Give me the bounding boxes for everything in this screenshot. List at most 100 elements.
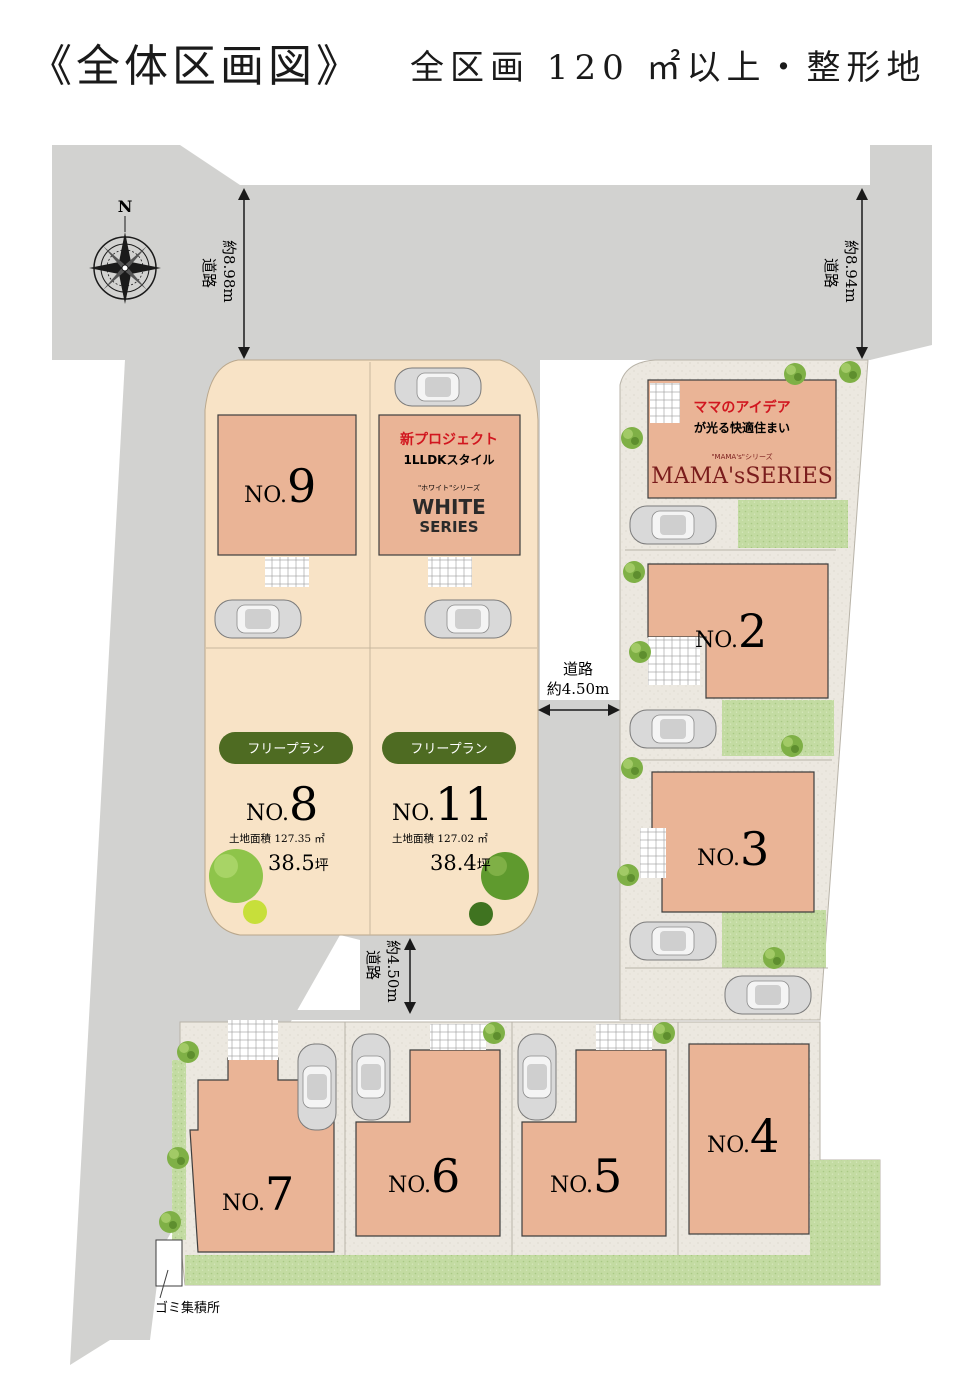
tree-icon <box>621 757 643 779</box>
lot-number: 4 <box>750 1109 779 1163</box>
svg-text:NO.6: NO.6 <box>388 1149 460 1203</box>
lot-prefix: NO. <box>246 801 289 826</box>
entrance-porch <box>650 383 680 423</box>
road-width-label-2: 約8.98m <box>220 240 238 303</box>
page-subtitle: 全区画 120 ㎡以上・整形地 <box>410 48 927 88</box>
road-width-label-1: 道路 <box>822 258 840 288</box>
lawn <box>810 1160 880 1260</box>
lot-prefix: NO. <box>695 628 738 653</box>
car-icon <box>214 599 302 639</box>
car-icon <box>629 505 717 545</box>
lot-prefix: NO. <box>697 846 740 871</box>
garbage-label: ゴミ集積所 <box>155 1300 220 1316</box>
lot-no2[interactable]: NO.2 <box>629 563 829 749</box>
lot-number: 3 <box>740 822 769 876</box>
road-width-label-2: 約4.50m <box>547 680 610 698</box>
tree-icon <box>763 947 785 969</box>
tree-icon <box>621 427 643 449</box>
car-icon <box>517 1033 557 1121</box>
free-plan-badge <box>219 732 353 764</box>
car-icon <box>629 921 717 961</box>
tree-icon <box>167 1147 189 1169</box>
lot-number: 5 <box>593 1149 622 1203</box>
lot-no5[interactable]: NO.5 <box>517 1024 667 1237</box>
car-icon <box>424 599 512 639</box>
tree-icon <box>159 1211 181 1233</box>
lot-number: 9 <box>287 459 316 513</box>
svg-text:NO.5: NO.5 <box>550 1149 622 1203</box>
lot-no8[interactable]: フリープラン NO.8 土地面積 127.35 ㎡ 38.5坪 <box>209 732 353 924</box>
tree-icon <box>209 849 263 903</box>
dimension-middle: 道路 約4.50m <box>538 660 620 716</box>
entrance-porch <box>428 557 472 587</box>
lot-number: 6 <box>431 1149 460 1203</box>
tree-icon <box>469 902 493 926</box>
road-surface-east <box>870 145 932 360</box>
lot-no4[interactable]: NO.4 <box>688 1043 810 1235</box>
house-footprint <box>688 1043 810 1235</box>
tree-icon <box>839 361 861 383</box>
svg-text:NO.3: NO.3 <box>697 822 769 876</box>
road-width-label-2: 約4.50m <box>384 940 402 1003</box>
model-series-line1: WHITE <box>412 495 486 519</box>
tsubo-unit: 坪 <box>315 858 329 874</box>
free-plan-badge <box>382 732 516 764</box>
tree-icon <box>784 363 806 385</box>
model-series-line2: SERIES <box>419 518 478 536</box>
svg-text:ママのアイデア: ママのアイデア <box>693 399 790 416</box>
lawn <box>185 1255 880 1285</box>
svg-text:NO.9: NO.9 <box>244 459 316 513</box>
svg-text:38.5坪: 38.5坪 <box>268 851 329 875</box>
road-surface-west <box>110 360 205 1340</box>
free-plan-label: フリープラン <box>410 742 487 757</box>
mama-line1-b: アイデア <box>735 399 790 416</box>
svg-text:NO.2: NO.2 <box>695 604 767 658</box>
lot-number: 8 <box>289 777 318 831</box>
lot-no3[interactable]: NO.3 <box>629 771 815 1015</box>
free-plan-label: フリープラン <box>247 742 324 757</box>
tsubo-unit: 坪 <box>477 858 491 874</box>
car-icon <box>724 975 812 1015</box>
mama-line1-a: ママの <box>693 400 735 416</box>
lot-white-series[interactable]: 新プロジェクト 1LLDKスタイル "ホワイト"シリーズ WHITE SERIE… <box>378 367 521 639</box>
house-footprint <box>378 414 521 556</box>
entrance-porch <box>265 557 309 587</box>
lot-prefix: NO. <box>388 1173 431 1198</box>
page-title: 《全体区画図》 <box>28 41 364 92</box>
lot-mamas-series[interactable]: ママのアイデア が光る快適住まい "MAMA's"シリーズ MAMA'sSERI… <box>629 379 837 545</box>
lot-prefix: NO. <box>550 1173 593 1198</box>
tsubo-value: 38.4 <box>430 851 477 875</box>
lot-no7[interactable]: NO.7 <box>189 1020 337 1253</box>
car-icon <box>394 367 482 407</box>
tree-icon <box>177 1041 199 1063</box>
tree-icon <box>483 1022 505 1044</box>
garbage-box <box>155 1239 183 1287</box>
lot-no6[interactable]: NO.6 <box>351 1024 501 1237</box>
entrance-porch <box>596 1024 652 1050</box>
lot-no9[interactable]: NO.9 <box>214 414 357 639</box>
land-area: 土地面積 127.02 ㎡ <box>392 832 488 845</box>
model-line2: 1LLDKスタイル <box>404 453 495 467</box>
tree-icon <box>243 900 267 924</box>
lawn <box>738 500 848 548</box>
tree-icon <box>623 561 645 583</box>
lot-prefix: NO. <box>392 801 435 826</box>
entrance-porch <box>648 637 700 685</box>
tree-icon <box>781 735 803 757</box>
road-width-label-1: 道路 <box>200 258 218 288</box>
tsubo-value: 38.5 <box>268 851 315 875</box>
road-width-label-1: 道路 <box>563 660 593 678</box>
mama-line2: が光る快適住まい <box>694 420 790 435</box>
model-line1: 新プロジェクト <box>400 431 498 448</box>
lot-no11[interactable]: フリープラン NO.11 土地面積 127.02 ㎡ 38.4坪 <box>382 732 529 926</box>
svg-text:NO.4: NO.4 <box>707 1109 779 1163</box>
road-width-label-1: 道路 <box>364 950 382 980</box>
car-icon <box>351 1033 391 1121</box>
svg-text:NO.7: NO.7 <box>222 1167 294 1221</box>
entrance-porch <box>640 828 666 878</box>
svg-text:NO.11: NO.11 <box>392 777 494 831</box>
house-footprint <box>521 1049 667 1237</box>
house-footprint <box>217 414 357 556</box>
dimension-lower: 道路 約4.50m <box>364 938 416 1014</box>
